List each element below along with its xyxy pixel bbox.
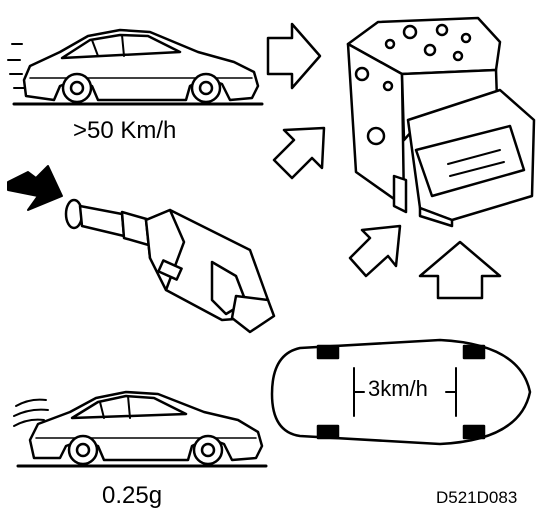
figure-code: D521D083 [436,488,518,507]
abs-control-module-icon [346,16,536,228]
press-arrow-icon [7,165,63,211]
arrow-from-wheels-icon [418,240,502,300]
brake-light-switch-icon [64,198,276,334]
deceleration-label: 0.25g [102,482,163,509]
arrow-from-switch-icon [272,126,326,180]
vehicle-speed-label: >50 Km/h [73,117,177,144]
car-top-left-icon [7,28,264,106]
arrow-from-decel-icon [348,224,402,278]
car-bottom-left-icon [13,390,268,468]
arrow-from-speed-icon [266,22,322,90]
wheel-speed-difference-label: 3km/h [366,376,430,402]
